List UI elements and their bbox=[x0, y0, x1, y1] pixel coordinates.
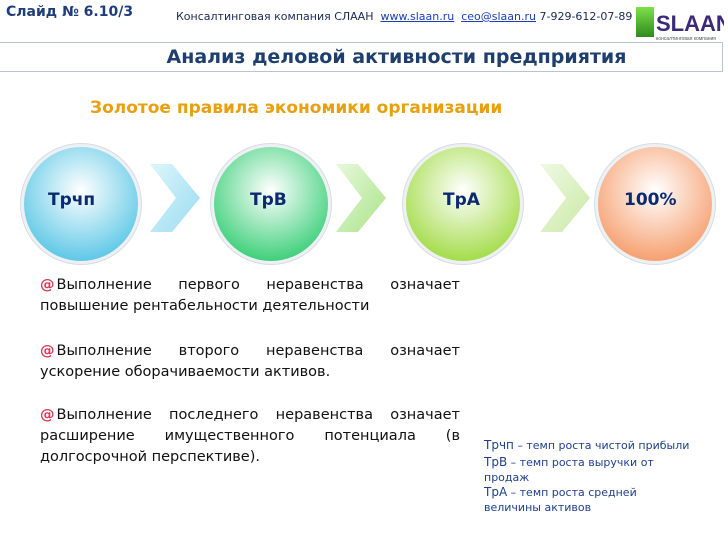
bullet-icon: @ bbox=[40, 407, 55, 423]
legend-item-trchp: Трчп – темп роста чистой прибыли bbox=[484, 438, 714, 453]
title-bar bbox=[0, 42, 723, 72]
node-label-trchp: Трчп bbox=[48, 190, 96, 210]
bullet-text: Выполнение первого неравенства означает … bbox=[40, 277, 460, 314]
node-label-tra: ТрА bbox=[443, 190, 480, 210]
bullet-icon: @ bbox=[40, 343, 55, 359]
flow-arrows bbox=[150, 164, 590, 232]
legend-item-tra: ТрА – темп роста средней величины активо… bbox=[484, 485, 674, 515]
node-trchp bbox=[24, 147, 138, 261]
phone-number: 7-929-612-07-89 bbox=[539, 10, 633, 23]
node-tra bbox=[406, 147, 520, 261]
bullet-item-1: @Выполнение первого неравенства означает… bbox=[40, 275, 460, 317]
subtitle: Золотое правила экономики организации bbox=[90, 98, 503, 118]
logo-green-block bbox=[636, 7, 654, 37]
header-contacts: Консалтинговая компания СЛААН www.slaan.… bbox=[176, 10, 632, 23]
node-100 bbox=[598, 147, 712, 261]
logo-tagline: консалтинговая компания bbox=[656, 36, 716, 42]
legend-item-trv: ТрВ – темп роста выручки от продаж bbox=[484, 455, 684, 485]
node-label-100: 100% bbox=[624, 190, 677, 210]
legend-term: ТрВ bbox=[484, 455, 508, 469]
arrow-1 bbox=[150, 164, 200, 232]
bullet-text: Выполнение второго неравенства означает … bbox=[40, 343, 460, 380]
bullet-item-2: @Выполнение второго неравенства означает… bbox=[40, 341, 460, 383]
company-name: Консалтинговая компания СЛААН bbox=[176, 10, 374, 23]
legend-definition: – темп роста чистой прибыли bbox=[513, 439, 690, 452]
slaan-logo: SLAAN консалтинговая компания bbox=[636, 7, 724, 42]
node-label-trv: ТрВ bbox=[250, 190, 287, 210]
slide-number: Слайд № 6.10/3 bbox=[6, 4, 134, 20]
email-link[interactable]: ceo@slaan.ru bbox=[461, 10, 536, 23]
legend-definition: – темп роста выручки от продаж bbox=[484, 456, 654, 484]
website-link[interactable]: www.slaan.ru bbox=[380, 10, 455, 23]
legend-term: Трчп bbox=[484, 438, 514, 452]
page-title: Анализ деловой активности предприятия bbox=[166, 46, 627, 68]
bullet-text: Выполнение последнего неравенства означа… bbox=[40, 407, 460, 465]
legend-term: ТрА bbox=[484, 485, 508, 499]
legend-definition: – темп роста средней величины активов bbox=[484, 486, 637, 514]
node-trv bbox=[214, 147, 328, 261]
arrow-3 bbox=[540, 164, 590, 232]
bullet-icon: @ bbox=[40, 277, 55, 293]
logo-text: SLAAN bbox=[656, 11, 724, 36]
arrow-2 bbox=[336, 164, 386, 232]
bullet-item-3: @Выполнение последнего неравенства означ… bbox=[40, 405, 460, 468]
